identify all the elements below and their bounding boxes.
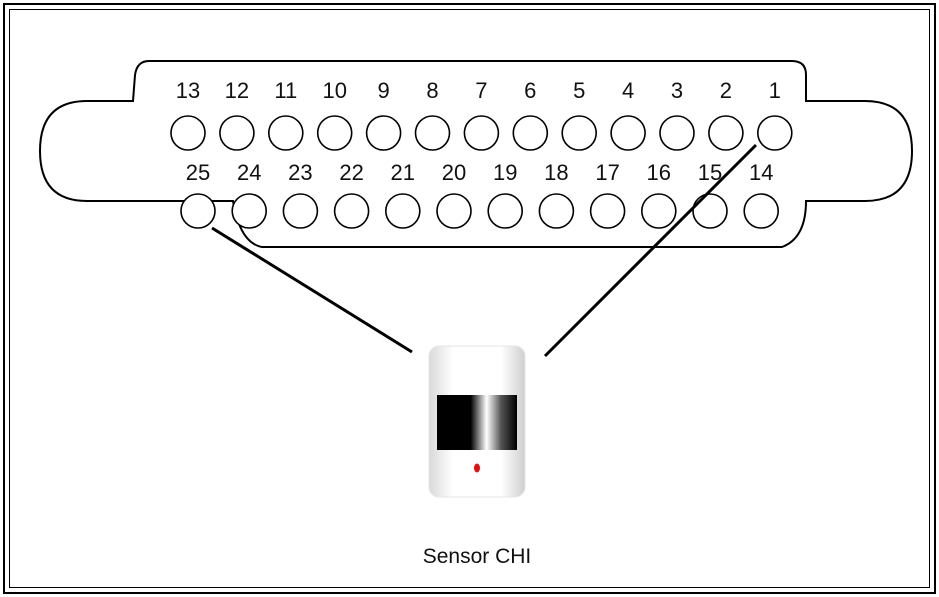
pin-24-label: 24 <box>237 160 261 185</box>
pin-10-label: 10 <box>322 78 346 103</box>
pin-12-label: 12 <box>225 78 249 103</box>
pin-14-label: 14 <box>749 160 773 185</box>
pin-11-socket <box>267 115 304 151</box>
pin-18-label: 18 <box>544 160 568 185</box>
pin-6-socket <box>512 115 549 151</box>
sensor-caption: Sensor CHI <box>423 545 532 568</box>
pin-19-socket <box>487 193 524 229</box>
pin-3-socket <box>659 115 695 151</box>
pin-5-label: 5 <box>573 78 585 103</box>
pin-4-socket <box>610 115 646 151</box>
pin-12-socket <box>219 115 255 151</box>
db25-connector-shell <box>38 60 914 248</box>
pin-15-socket <box>692 193 728 229</box>
pin-7-socket <box>463 115 500 151</box>
pin-13-label: 13 <box>176 78 200 103</box>
pin-8-socket <box>414 115 451 151</box>
pin-11-label: 11 <box>274 78 297 103</box>
pin-3-label: 3 <box>671 78 683 103</box>
pin-9-label: 9 <box>377 78 389 103</box>
pin-7-label: 7 <box>475 78 487 103</box>
wire-pin-25 <box>211 226 413 354</box>
outer-border <box>3 3 936 594</box>
pin-22-label: 22 <box>339 160 363 185</box>
pin-22-socket <box>333 193 370 229</box>
pin-1-label: 1 <box>769 78 781 103</box>
pin-17-label: 17 <box>595 160 619 185</box>
pin-14-socket <box>743 193 780 229</box>
pin-21-socket <box>384 193 421 229</box>
pin-2-socket <box>708 115 744 151</box>
pin-10-socket <box>316 115 353 151</box>
pin-1-socket <box>756 115 793 151</box>
sensor-window <box>437 395 517 450</box>
pin-5-socket <box>561 115 598 151</box>
top-pin-row: 13 12 11 10 9 8 7 6 5 4 3 2 1 <box>170 78 793 151</box>
pin-20-socket <box>436 193 472 229</box>
pin-17-socket <box>589 193 626 229</box>
pir-sensor <box>428 345 526 498</box>
pin-9-socket <box>365 115 402 151</box>
pin-18-socket <box>538 193 575 229</box>
pin-4-label: 4 <box>622 78 634 103</box>
pin-16-label: 16 <box>647 160 671 185</box>
sensor-led-indicator <box>474 463 480 473</box>
pin-24-socket <box>231 193 267 229</box>
pin-23-label: 23 <box>288 160 312 185</box>
pin-6-label: 6 <box>524 78 536 103</box>
pin-25-socket <box>180 193 216 229</box>
pin-2-label: 2 <box>720 78 732 103</box>
pin-25-label: 25 <box>186 160 210 185</box>
pin-16-socket <box>640 193 677 229</box>
wire-pin-1 <box>543 143 758 358</box>
inner-border <box>9 9 930 588</box>
pin-19-label: 19 <box>493 160 517 185</box>
pin-23-socket <box>282 193 319 229</box>
pin-20-label: 20 <box>442 160 466 185</box>
pin-8-label: 8 <box>426 78 438 103</box>
pin-13-socket <box>170 115 206 151</box>
pin-21-label: 21 <box>391 160 415 185</box>
